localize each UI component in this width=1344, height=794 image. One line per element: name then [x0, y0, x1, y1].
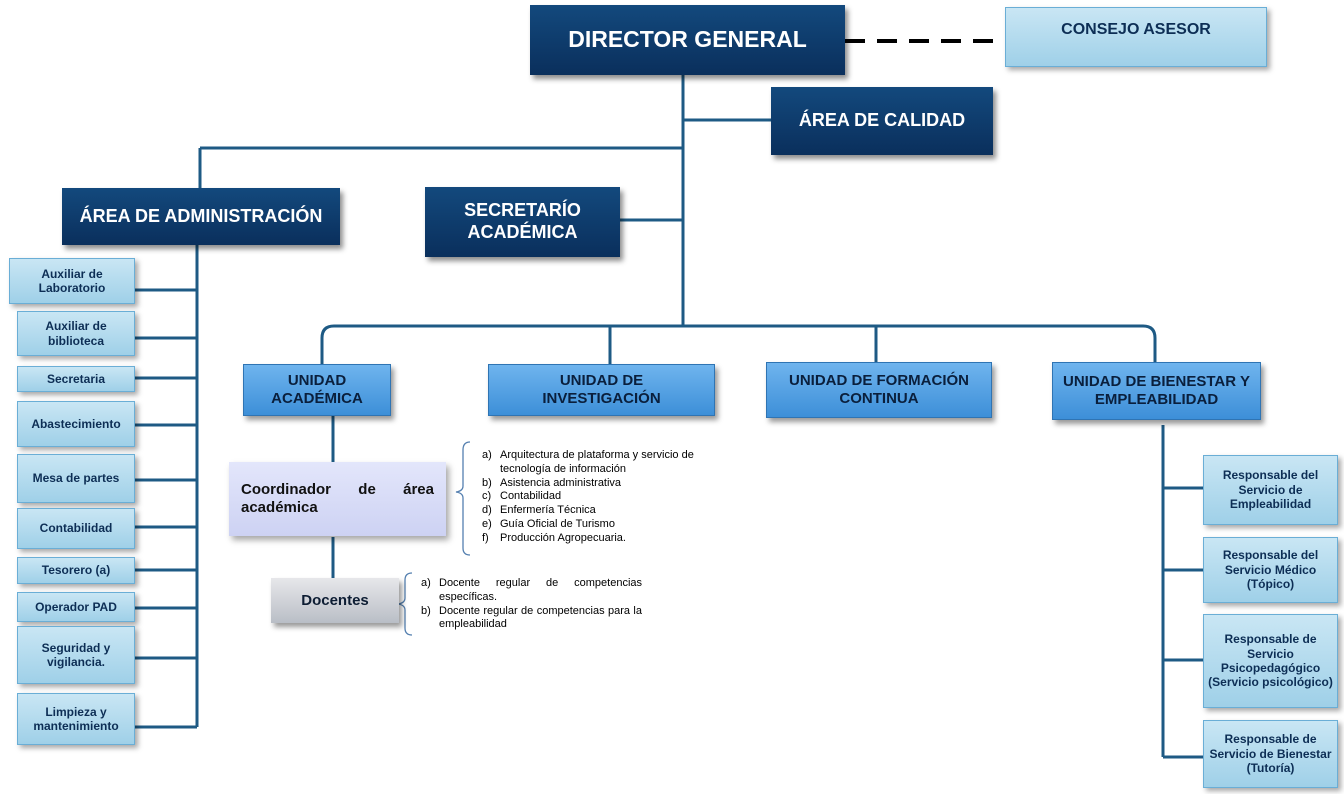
teacher-type-item: a) Docente regular de competencias especí…: [421, 577, 642, 605]
teacher-types-list: a) Docente regular de competencias especí…: [421, 577, 642, 632]
program-marker: f): [482, 531, 489, 544]
admin-item-tesorero[interactable]: Tesorero (a): [17, 557, 135, 584]
program-text: Enfermería Técnica: [500, 504, 596, 516]
program-marker: d): [482, 504, 492, 516]
secretario-academica-box[interactable]: SECRETARÍO ACADÉMICA: [425, 187, 620, 257]
unit-bienestar-box[interactable]: UNIDAD DE BIENESTAR Y EMPLEABILIDAD: [1052, 362, 1261, 420]
program-item: c) Contabilidad: [482, 490, 714, 504]
admin-item-abastecimiento[interactable]: Abastecimiento: [17, 401, 135, 447]
consejo-asesor-box[interactable]: CONSEJO ASESOR: [1005, 7, 1267, 67]
coordinador-label: Coordinador de área académica: [241, 481, 434, 516]
program-item: b) Asistencia administrativa: [482, 477, 714, 491]
coordinador-box[interactable]: Coordinador de área académica: [229, 462, 446, 536]
programs-brace: [455, 441, 471, 556]
program-item: e) Guía Oficial de Turismo: [482, 518, 714, 532]
program-text: Producción Agropecuaria.: [500, 531, 626, 544]
area-administracion-box[interactable]: ÁREA DE ADMINISTRACIÓN: [62, 188, 340, 245]
docentes-box[interactable]: Docentes: [271, 578, 399, 623]
teacher-type-item: b) Docente regular de competencias para l…: [421, 605, 642, 633]
director-general-box[interactable]: DIRECTOR GENERAL: [530, 5, 845, 75]
programs-list: a) Arquitectura de plataforma y servicio …: [482, 449, 714, 545]
program-item: f) Producción Agropecuaria.: [482, 532, 714, 546]
program-item: a) Arquitectura de plataforma y servicio …: [482, 449, 714, 477]
program-text: Guía Oficial de Turismo: [500, 517, 615, 530]
admin-item-operador-pad[interactable]: Operador PAD: [17, 592, 135, 622]
program-marker: a): [482, 449, 492, 461]
resp-empleabilidad-box[interactable]: Responsable del Servicio de Empleabilida…: [1203, 455, 1338, 525]
program-text: Contabilidad: [500, 490, 562, 503]
teachers-brace: [397, 572, 413, 636]
program-text: Asistencia administrativa: [500, 476, 622, 489]
resp-bienestar-tutoria-box[interactable]: Responsable de Servicio de Bienestar (Tu…: [1203, 720, 1338, 788]
admin-item-aux-biblioteca[interactable]: Auxiliar de biblioteca: [17, 311, 135, 356]
resp-psicopedagogico-box[interactable]: Responsable de Servicio Psicopedagógico …: [1203, 614, 1338, 708]
admin-item-seguridad-vigilancia[interactable]: Seguridad y vigilancia.: [17, 626, 135, 684]
area-calidad-box[interactable]: ÁREA DE CALIDAD: [771, 87, 993, 155]
program-text: Arquitectura de plataforma y servicio de…: [500, 449, 694, 475]
teacher-type-text: Docente regular de competencias para la …: [439, 604, 642, 631]
teacher-type-marker: b): [421, 604, 431, 617]
teacher-type-text: Docente regular de competencias específi…: [439, 577, 642, 603]
admin-item-aux-laboratorio[interactable]: Auxiliar de Laboratorio: [9, 258, 135, 304]
resp-medico-box[interactable]: Responsable del Servicio Médico (Tópico): [1203, 537, 1338, 603]
program-marker: e): [482, 517, 492, 530]
program-item: d) Enfermería Técnica: [482, 504, 714, 518]
admin-item-contabilidad[interactable]: Contabilidad: [17, 508, 135, 549]
unit-academica-box[interactable]: UNIDAD ACADÉMICA: [243, 364, 391, 416]
unit-formacion-continua-box[interactable]: UNIDAD DE FORMACIÓN CONTINUA: [766, 362, 992, 418]
program-marker: c): [482, 490, 492, 503]
admin-item-limpieza-mantenimiento[interactable]: Limpieza y mantenimiento: [17, 693, 135, 745]
teacher-type-marker: a): [421, 577, 431, 589]
unit-investigacion-box[interactable]: UNIDAD DE INVESTIGACIÓN: [488, 364, 715, 416]
admin-item-secretaria[interactable]: Secretaria: [17, 366, 135, 392]
program-marker: b): [482, 476, 492, 489]
admin-item-mesa-partes[interactable]: Mesa de partes: [17, 454, 135, 503]
